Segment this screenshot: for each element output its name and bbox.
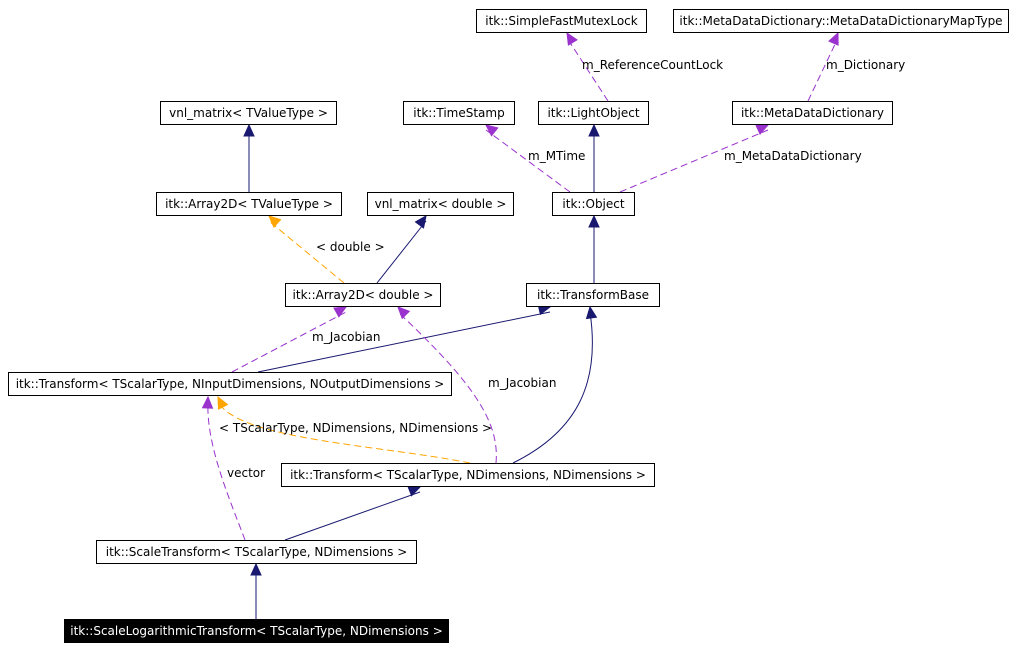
edge-object-lightobject: [588, 123, 600, 192]
node-transform-generic[interactable]: itk::Transform< TScalarType, NInputDimen…: [8, 372, 452, 396]
node-object[interactable]: itk::Object: [552, 192, 635, 216]
edge-array2d-double-vnl: [376, 215, 427, 284]
edge-array2d-vnl-tvaluetype: [243, 123, 255, 192]
node-transform-base[interactable]: itk::TransformBase: [526, 283, 660, 307]
edge-object-timestamp-arrowhead: [485, 124, 499, 137]
node-light-object[interactable]: itk::LightObject: [538, 101, 649, 125]
node-vnl-matrix-double[interactable]: vnl_matrix< double >: [367, 192, 514, 216]
node-transform-ndims[interactable]: itk::Transform< TScalarType, NDimensions…: [281, 463, 655, 487]
edge-scale-transformnd: [284, 485, 422, 541]
edge-label-meta-data-dictionary: m_MetaDataDictionary: [724, 149, 862, 163]
edge-transformbase-object: [588, 214, 600, 283]
edge-array2d-double-template: [268, 215, 345, 284]
edge-lightobject-mutex: [566, 31, 609, 102]
edge-transform-array2d: [231, 306, 348, 373]
edge-scalelog-scale-arrowhead: [250, 562, 262, 576]
edge-lightobject-mutex-arrowhead: [566, 31, 578, 46]
edge-label-jacobian-1: m_Jacobian: [312, 330, 381, 344]
edge-dictionary-maptype: [807, 31, 839, 102]
edge-transformnd-transform-template-arrowhead: [217, 395, 229, 410]
edge-object-dictionary-arrowhead: [755, 124, 770, 136]
edge-array2d-vnl-tvaluetype-arrowhead: [243, 123, 255, 137]
edge-label-mtime: m_MTime: [528, 149, 586, 163]
edge-dictionary-maptype-arrowhead: [828, 31, 839, 46]
edge-transformnd-array2d-arrowhead: [397, 306, 411, 320]
node-scale-transform[interactable]: itk::ScaleTransform< TScalarType, NDimen…: [96, 540, 417, 564]
edge-scale-transform-vector-arrowhead: [201, 395, 214, 409]
node-array2d-double[interactable]: itk::Array2D< double >: [285, 283, 441, 307]
edge-label-dictionary: m_Dictionary: [826, 58, 906, 72]
edge-array2d-double-template-arrowhead: [268, 215, 282, 228]
edge-transformnd-array2d: [397, 306, 497, 464]
edge-scale-transform-vector: [201, 395, 246, 541]
edge-transformbase-object-arrowhead: [588, 214, 600, 228]
node-simple-fast-mutex-lock[interactable]: itk::SimpleFastMutexLock: [476, 9, 647, 33]
node-meta-data-dictionary[interactable]: itk::MetaDataDictionary: [732, 101, 893, 125]
node-vnl-matrix-tvaluetype[interactable]: vnl_matrix< TValueType >: [160, 101, 337, 125]
edge-scalelog-scale: [250, 562, 262, 619]
node-scale-logarithmic-transform: itk::ScaleLogarithmicTransform< TScalarT…: [64, 619, 449, 643]
edge-array2d-double-vnl-arrowhead: [414, 215, 427, 229]
edge-label-double-param: < double >: [316, 240, 385, 254]
edge-label-jacobian-2: m_Jacobian: [488, 376, 557, 390]
edge-transformnd-transform-template: [217, 395, 471, 464]
edge-object-timestamp: [485, 124, 571, 193]
edge-label-vector: vector: [227, 466, 266, 480]
node-meta-data-dictionary-map-type[interactable]: itk::MetaDataDictionary::MetaDataDiction…: [673, 9, 1009, 33]
edge-transform-array2d-arrowhead: [333, 306, 348, 318]
edge-transformnd-transformbase: [512, 305, 598, 464]
edge-transformnd-transformbase-arrowhead: [585, 305, 598, 320]
node-time-stamp[interactable]: itk::TimeStamp: [403, 101, 515, 125]
edge-label-reference-count-lock: m_ReferenceCountLock: [582, 58, 724, 72]
node-array2d-tvaluetype[interactable]: itk::Array2D< TValueType >: [156, 192, 342, 216]
edge-label-template-params: < TScalarType, NDimensions, NDimensions …: [219, 421, 493, 435]
edge-object-lightobject-arrowhead: [588, 123, 600, 137]
